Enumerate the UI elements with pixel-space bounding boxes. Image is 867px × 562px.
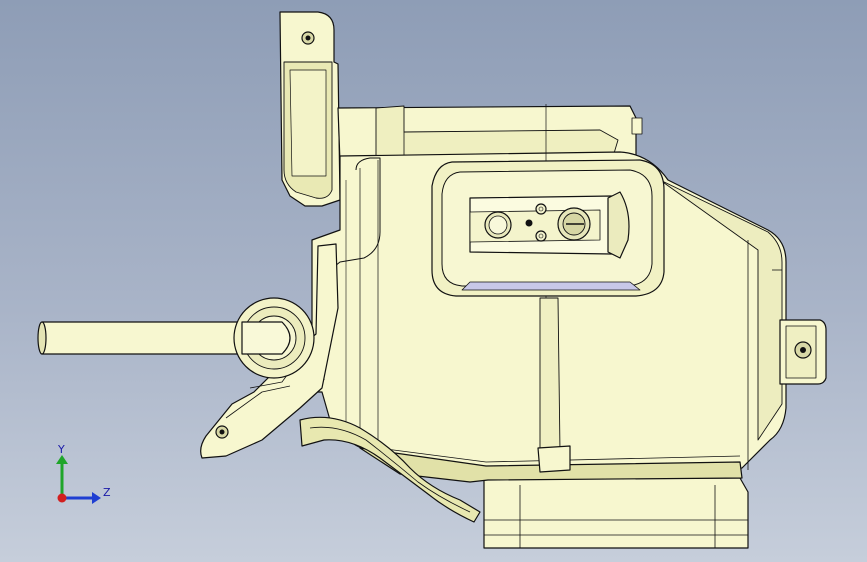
valve-screw-bottom — [535, 230, 547, 242]
valve-center-hole — [525, 219, 533, 227]
z-axis-label: Z — [103, 486, 111, 499]
coordinate-triad: Y Z — [56, 443, 111, 504]
lower-curved-rib — [299, 416, 481, 523]
center-mullion — [539, 297, 561, 455]
valve-screw-top — [535, 203, 547, 215]
z-axis-arrow — [92, 492, 101, 504]
y-axis-label: Y — [57, 443, 65, 456]
left-flange — [200, 243, 339, 459]
y-axis-arrow — [56, 455, 68, 464]
base-block — [483, 477, 749, 549]
x-axis-dot — [57, 493, 67, 503]
